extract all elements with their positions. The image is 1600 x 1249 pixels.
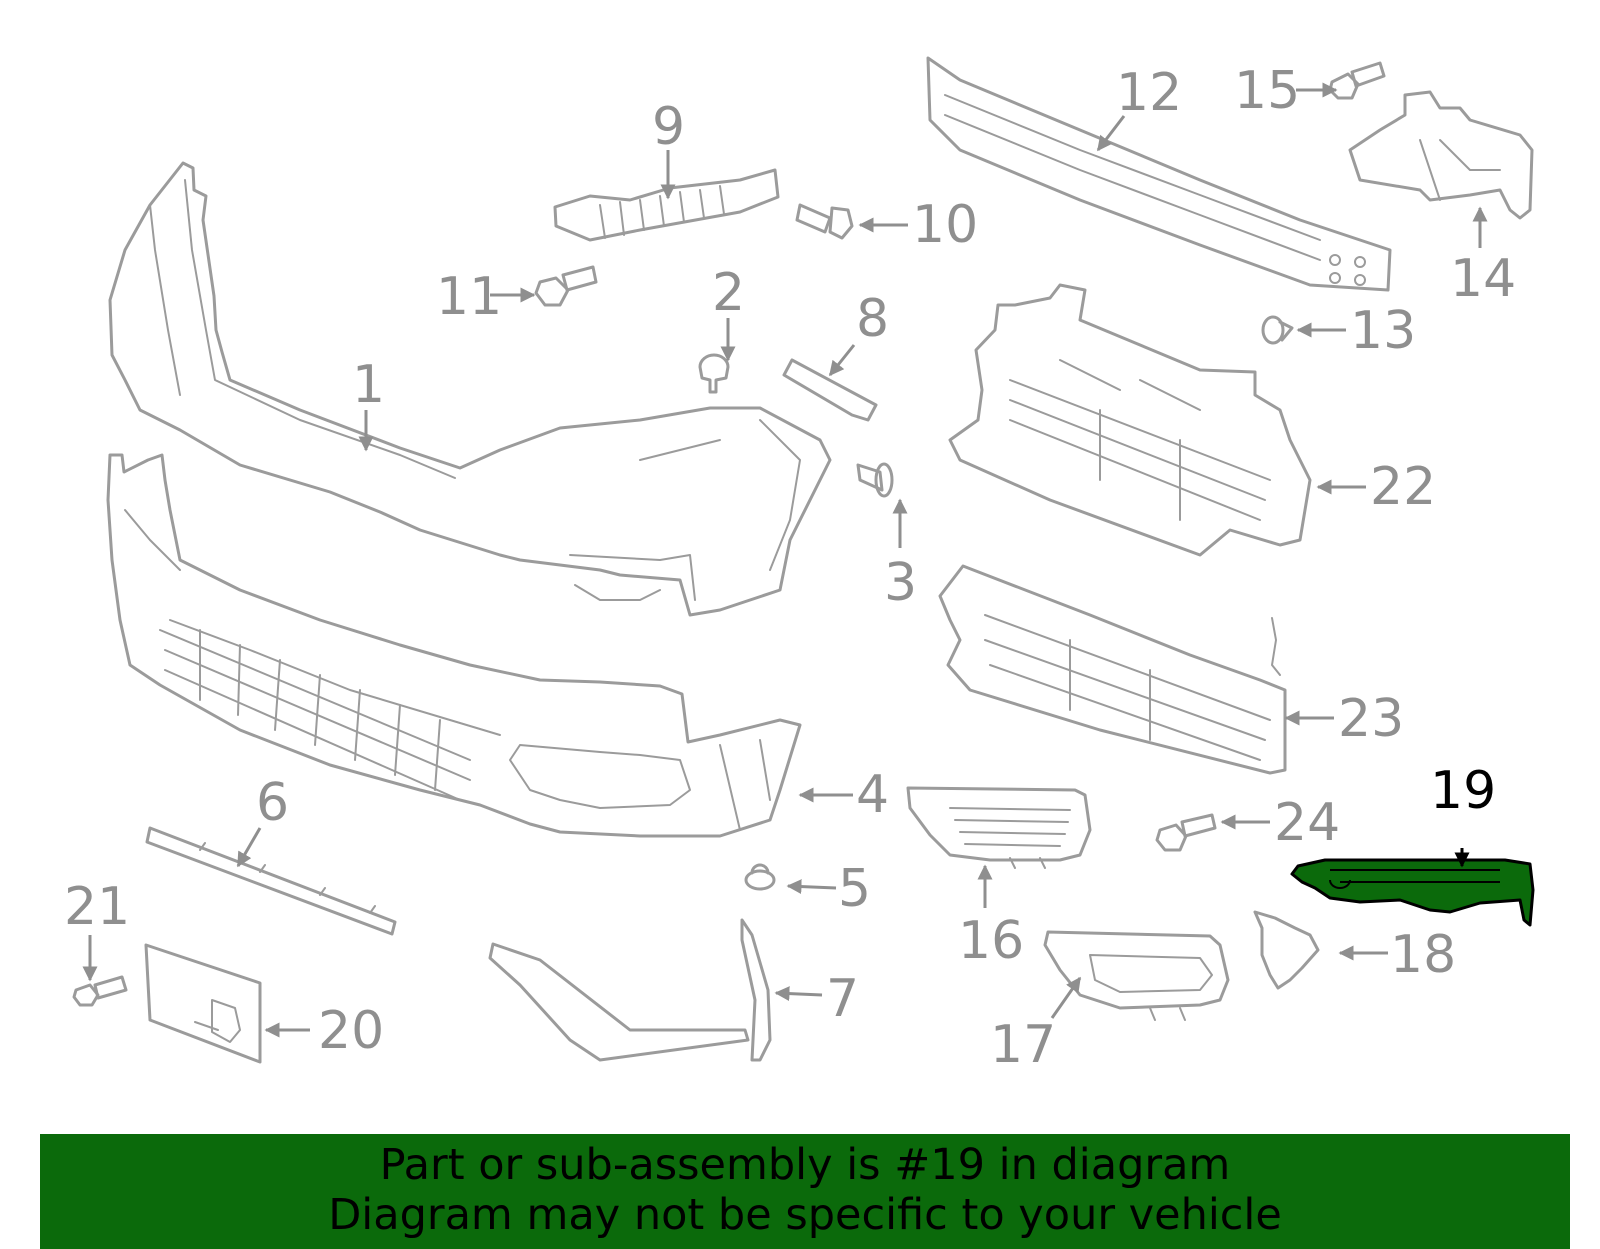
callout-22: 22: [1370, 457, 1436, 517]
part-2-clip: [698, 353, 730, 394]
part-24-bolt: [1155, 813, 1217, 852]
callout-9: 9: [652, 97, 685, 157]
part-11-bolt: [534, 265, 598, 307]
part-15-bolt: [1328, 61, 1386, 100]
part-3-screw: [856, 462, 894, 498]
part-5-grommet: [744, 863, 776, 891]
callout-17: 17: [990, 1015, 1056, 1075]
banner-disclaimer-text: Diagram may not be specific to your vehi…: [328, 1190, 1282, 1240]
part-9-bracket: [553, 168, 780, 242]
leader-lines: [82, 82, 1488, 1038]
info-banner: Part or sub-assembly is #19 in diagram D…: [40, 1134, 1570, 1249]
part-23-shutter-lower: [938, 564, 1287, 775]
part-12-beam: [926, 56, 1392, 292]
part-7-trim: [488, 918, 772, 1062]
callout-12: 12: [1116, 63, 1182, 123]
callout-5: 5: [838, 859, 871, 919]
callout-23: 23: [1338, 689, 1404, 749]
part-18-bracket: [1253, 910, 1320, 990]
callout-13: 13: [1350, 301, 1416, 361]
callout-11: 11: [436, 267, 502, 327]
callout-19: 19: [1430, 761, 1496, 821]
part-21-screw: [72, 975, 128, 1007]
part-13-clip: [1261, 315, 1294, 345]
part-1-bumper-cover: [108, 161, 832, 617]
callout-18: 18: [1390, 925, 1456, 985]
callout-7: 7: [826, 969, 859, 1029]
callout-6: 6: [256, 773, 289, 833]
part-10-bolt: [795, 203, 854, 240]
callout-21: 21: [64, 877, 130, 937]
callout-1: 1: [352, 355, 385, 415]
callout-15: 15: [1234, 61, 1300, 121]
callout-2: 2: [712, 263, 745, 323]
callout-16: 16: [958, 911, 1024, 971]
callout-10: 10: [912, 195, 978, 255]
callout-8: 8: [856, 289, 889, 349]
part-20-license-bracket: [144, 943, 262, 1064]
callout-labels: 1 2 3 4 5 6 7 8 9 10 11 12 13 14 15 16 1…: [64, 61, 1516, 1075]
callout-4: 4: [856, 765, 889, 825]
part-22-shutter-upper: [948, 283, 1312, 557]
part-4-lower-grille: [106, 453, 802, 838]
banner-part-text: Part or sub-assembly is #19 in diagram: [379, 1140, 1231, 1190]
callout-14: 14: [1450, 249, 1516, 309]
callout-20: 20: [318, 1001, 384, 1061]
callout-24: 24: [1274, 793, 1340, 853]
part-6-strip: [145, 826, 397, 936]
part-16-side-grille: [906, 786, 1092, 869]
part-14-bracket: [1348, 90, 1534, 220]
part-19-highlighted: [1290, 858, 1535, 927]
part-17-side-grille: [1043, 930, 1230, 1021]
callout-3: 3: [884, 553, 917, 613]
part-8-bracket: [782, 358, 878, 422]
